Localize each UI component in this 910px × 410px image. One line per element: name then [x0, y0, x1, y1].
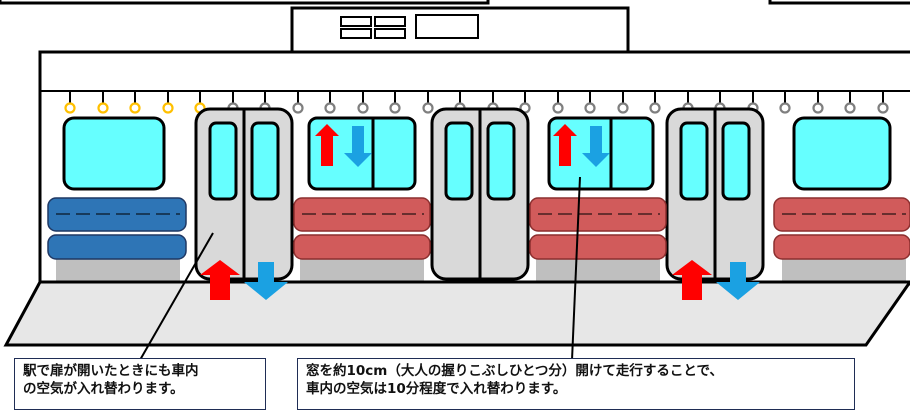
airflow-arrows: [200, 124, 760, 300]
door-callout-line2: の空気が入れ替わります。: [23, 381, 184, 397]
hand-strap-icon: [97, 92, 109, 114]
door-1: [194, 107, 294, 281]
hand-strap-icon: [422, 92, 434, 114]
arrow-down-blue-icon: [716, 262, 760, 300]
arrow-up-red-icon: [553, 124, 577, 166]
hand-strap-icon: [617, 92, 629, 114]
door-callout-leader: [139, 232, 214, 361]
window-callout-leader: [571, 176, 581, 361]
arrow-up-red-icon: [200, 260, 240, 300]
door-callout-line1: 駅で扉が開いたときにも車内: [23, 363, 199, 379]
window-callout-line1: 窓を約10cm（大人の握りこぶしひとつ分）開けて走行することで、: [306, 363, 723, 379]
destination-sign-icon: [340, 14, 479, 39]
seats: [47, 197, 910, 282]
arrow-down-blue-icon: [582, 126, 610, 167]
hand-strap-icon: [779, 92, 791, 114]
window-callout-line2: 車内の空気は10分程度で入れ替わります。: [306, 381, 567, 397]
arrow-up-red-icon: [672, 260, 712, 300]
seat-right-end: [773, 197, 910, 282]
hand-strap-icon: [877, 92, 889, 114]
hand-strap-icon: [129, 92, 141, 114]
hand-strap-icon: [844, 92, 856, 114]
hand-strap-icon: [584, 92, 596, 114]
arrow-down-blue-icon: [244, 262, 288, 300]
door-2: [430, 107, 530, 281]
hand-strap-icon: [324, 92, 336, 114]
door-3: [665, 107, 765, 281]
hand-strap-icon: [357, 92, 369, 114]
arrow-down-blue-icon: [344, 126, 372, 167]
floor: [3, 280, 910, 347]
top-box-right: [768, 0, 910, 5]
priority-seat: [47, 197, 187, 282]
seat-center-left: [293, 197, 431, 282]
top-box-left: [0, 0, 490, 5]
hand-strap-icon: [162, 92, 174, 114]
hand-strap-icon: [389, 92, 401, 114]
arrow-up-red-icon: [315, 124, 339, 166]
window-left-end: [62, 116, 166, 191]
hand-strap-icon: [552, 92, 564, 114]
hand-strap-icon: [64, 92, 76, 114]
doors: [194, 107, 765, 281]
hand-strap-icon: [812, 92, 824, 114]
hand-strap-icon: [649, 92, 661, 114]
door-ventilation-callout: 駅で扉が開いたときにも車内 の空気が入れ替わります。: [14, 358, 266, 410]
seat-center-right: [529, 197, 667, 282]
hand-strap-icon: [292, 92, 304, 114]
window-ventilation-callout: 窓を約10cm（大人の握りこぶしひとつ分）開けて走行することで、 車内の空気は1…: [297, 358, 855, 410]
window-right-end: [792, 116, 892, 191]
